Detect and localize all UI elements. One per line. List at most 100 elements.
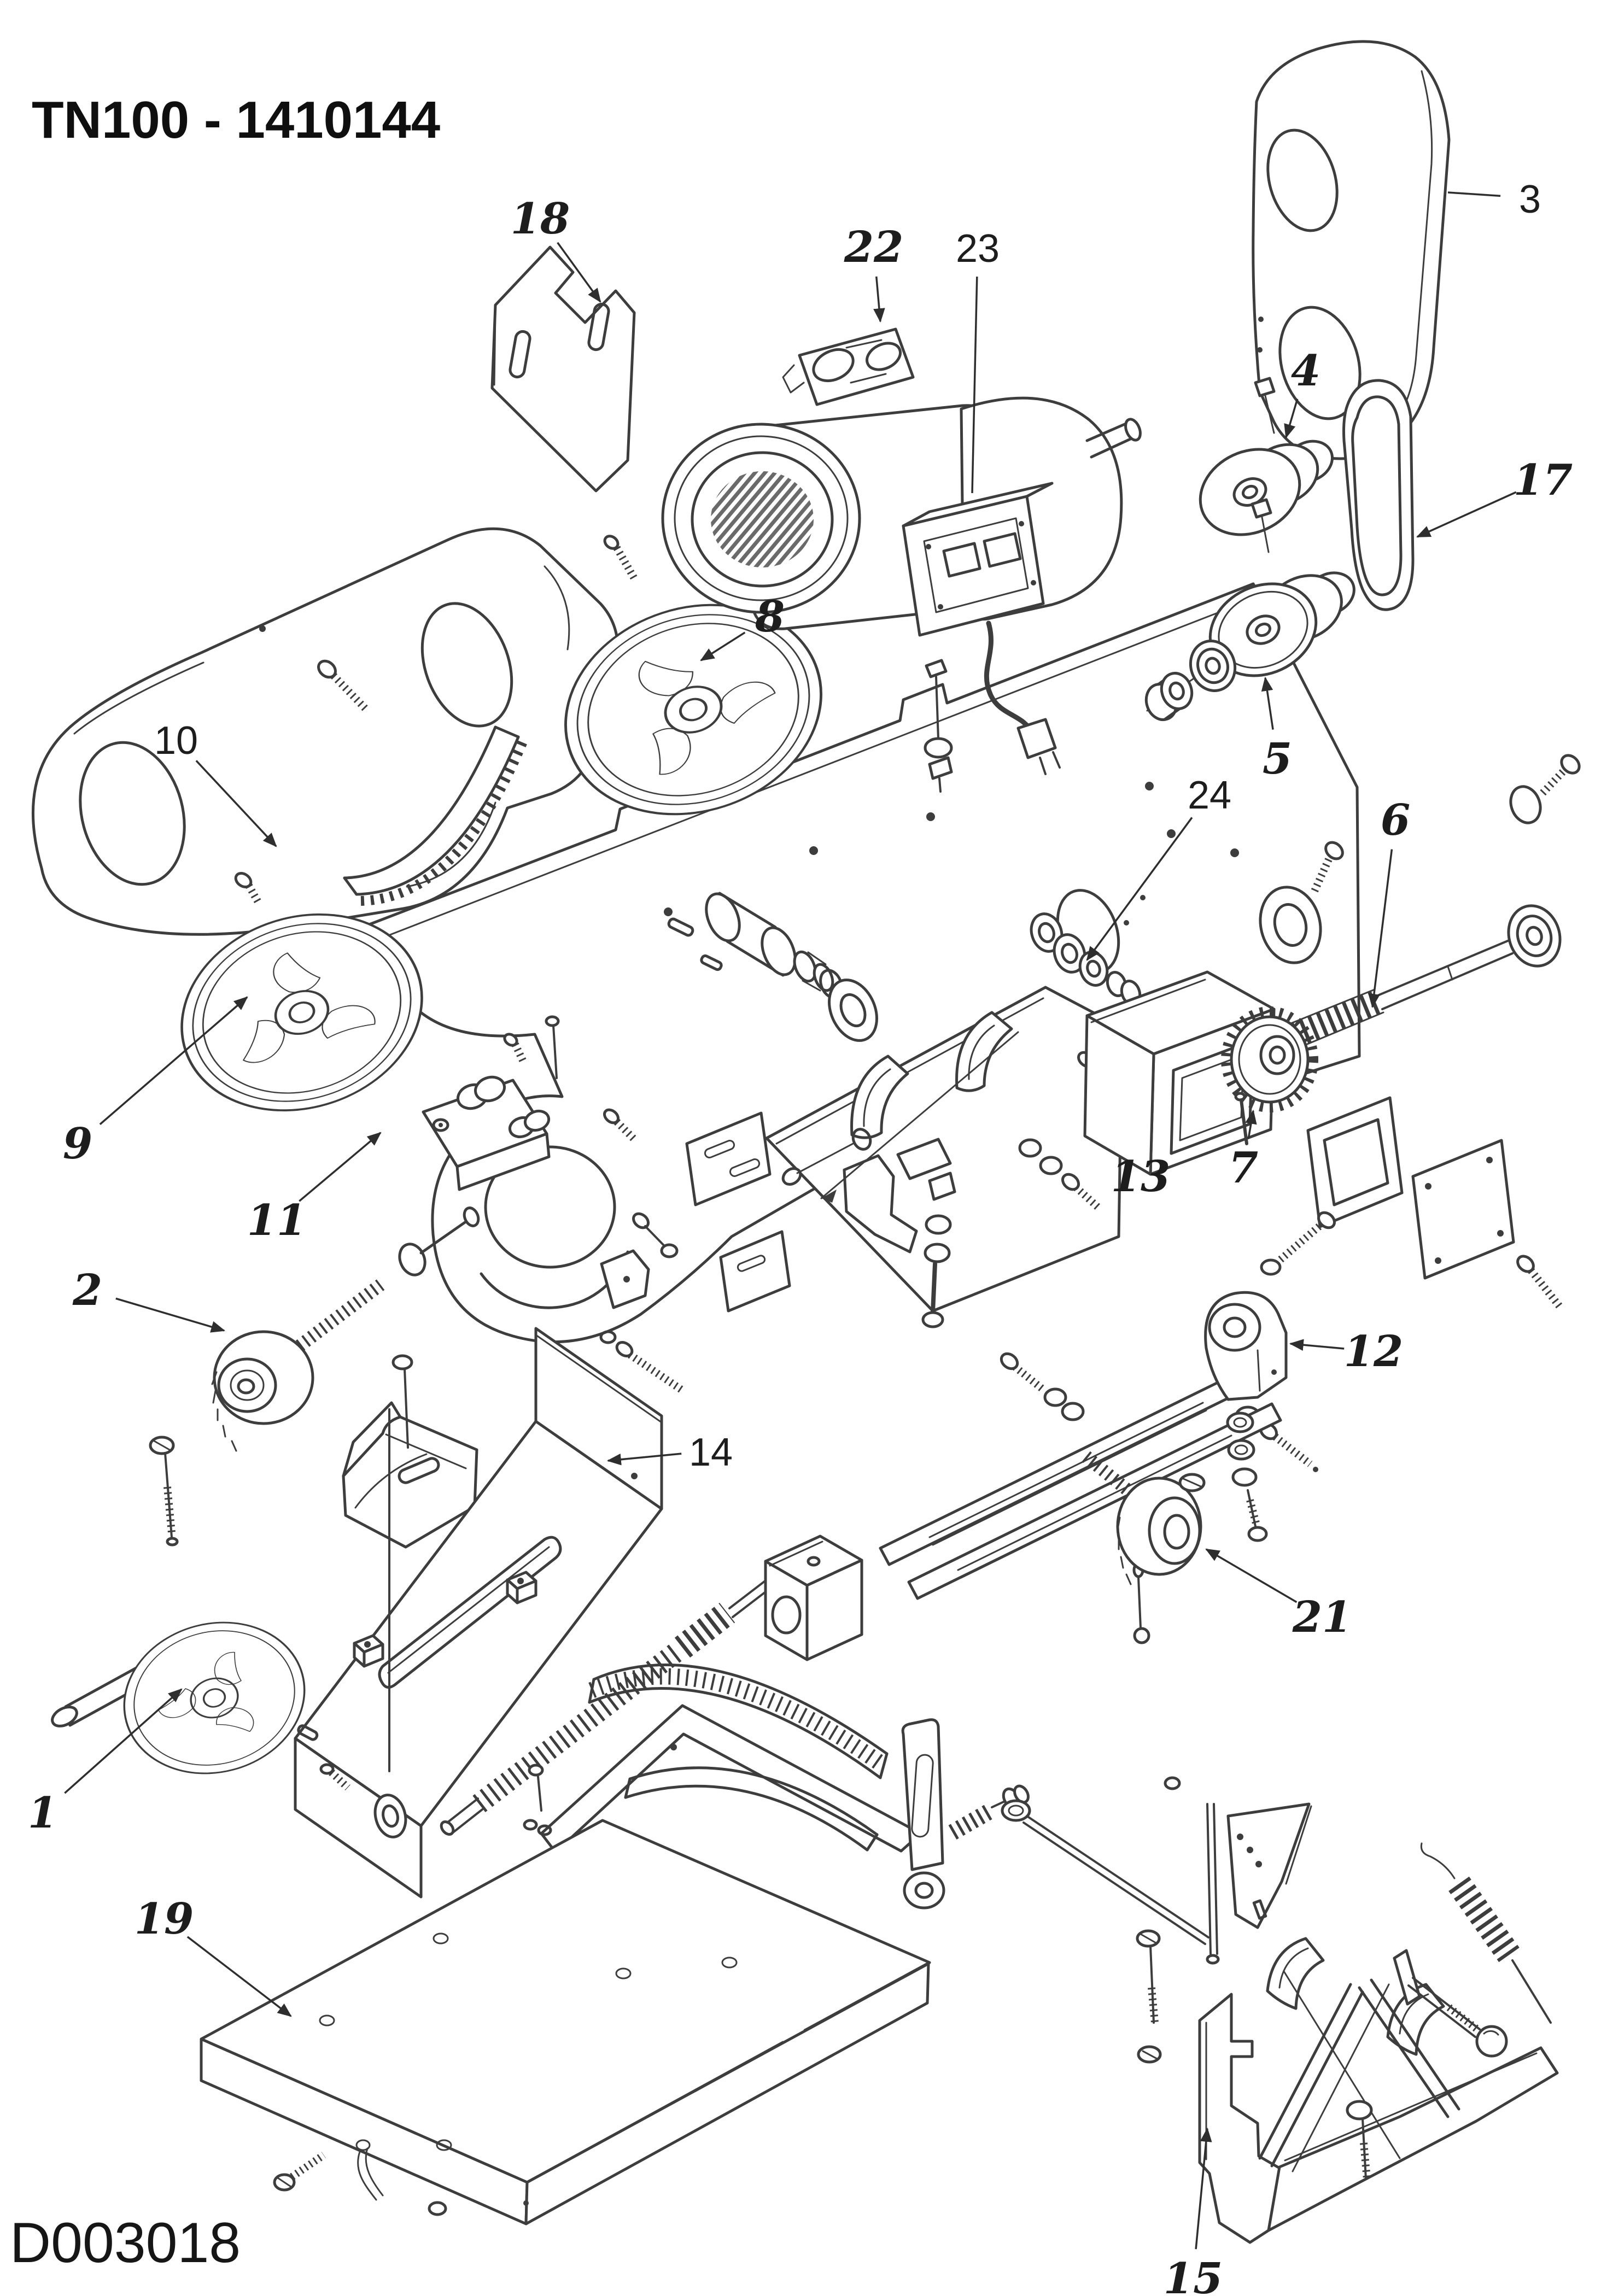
frame-guide-plate-upper xyxy=(685,1111,772,1206)
callout-leader-18 xyxy=(557,242,601,303)
callout-2: 2 xyxy=(72,1266,102,1315)
arm-links xyxy=(879,1368,1282,1945)
stand-tri-plate xyxy=(1226,1802,1312,1929)
base-screw xyxy=(273,2152,326,2192)
stop-rod xyxy=(1001,1799,1209,1945)
clamp-knob xyxy=(1082,1451,1206,1585)
pulley-bearing xyxy=(1189,640,1237,692)
callout-leader-8 xyxy=(700,631,746,661)
leadscrew-bearing-block xyxy=(764,1534,863,1661)
vise-bed xyxy=(294,1327,663,1899)
callout-leader-12 xyxy=(1289,1339,1345,1351)
callout-leader-22 xyxy=(873,276,885,323)
vise-tnut-2 xyxy=(506,1571,537,1604)
callout-leader-19 xyxy=(186,1936,292,2017)
callout-7: 7 xyxy=(1229,1143,1258,1193)
callout-17: 17 xyxy=(1514,455,1573,505)
pivot-bracket xyxy=(1204,1211,1336,1542)
band-wheel-lower xyxy=(180,872,423,1111)
stand-carriage-bolt xyxy=(1346,2100,1373,2180)
callout-leader-10 xyxy=(195,760,277,847)
vise-assembly xyxy=(294,1327,863,1899)
callout-leader-5 xyxy=(1261,676,1274,730)
tension-knob-bolt xyxy=(149,1436,179,1547)
callout-3: 3 xyxy=(1519,178,1541,221)
callout-leader-1 xyxy=(64,1688,183,1794)
callout-18: 18 xyxy=(511,194,570,244)
callout-22: 22 xyxy=(844,222,904,272)
stand-spring xyxy=(1420,1842,1552,2024)
callout-9: 9 xyxy=(63,1119,92,1169)
pulley-spacer xyxy=(1144,672,1194,721)
callout-leader-4 xyxy=(1284,399,1299,439)
gearbox-gasket xyxy=(1306,1096,1404,1228)
tension-knob xyxy=(149,1206,480,1547)
motor-pulley xyxy=(1199,377,1334,536)
doc-number: D003018 xyxy=(10,2211,241,2275)
callout-leader-24 xyxy=(1086,817,1193,961)
callout-leader-11 xyxy=(299,1132,382,1202)
scale-bolt xyxy=(523,1764,552,1836)
callout-1: 1 xyxy=(28,1788,57,1838)
lock-lever xyxy=(901,1718,945,1910)
callout-8: 8 xyxy=(755,592,785,642)
gearbox-screw-washer xyxy=(1259,841,1344,964)
vise-jaw xyxy=(342,1354,478,1549)
motor-capacitor xyxy=(782,327,915,406)
callout-leader-9 xyxy=(99,996,248,1126)
stand-assembly xyxy=(1136,1802,1559,2244)
callout-23: 23 xyxy=(956,227,1000,271)
callout-19: 19 xyxy=(135,1894,194,1944)
callout-leader-3 xyxy=(1447,191,1501,197)
callout-leader-7 xyxy=(1245,1109,1257,1139)
saw-blade-segment xyxy=(343,725,529,906)
callout-leader-23 xyxy=(971,276,978,494)
callout-15: 15 xyxy=(1164,2254,1223,2296)
stand-tbolt xyxy=(1393,1949,1508,2058)
motor-assembly xyxy=(661,327,1142,775)
band-wheel-upper xyxy=(564,604,878,1042)
motor-fan-cover xyxy=(661,423,861,614)
callout-leader-14 xyxy=(606,1452,682,1466)
callout-6: 6 xyxy=(1381,795,1410,845)
bearing-retainer-screw xyxy=(1509,754,1581,824)
v-belt xyxy=(1342,379,1415,611)
callout-leader-21 xyxy=(1205,1548,1298,1603)
motor-terminal-box xyxy=(902,482,1054,637)
callout-5: 5 xyxy=(1263,734,1292,784)
callout-leader-15 xyxy=(1195,2127,1212,2250)
saw-frame xyxy=(355,535,1361,1393)
hinge-pin xyxy=(1130,1546,1150,1644)
blade-guard-cover xyxy=(31,527,620,936)
belt-cover xyxy=(1252,40,1451,460)
vise-tnut-1 xyxy=(353,1634,384,1668)
page-title: TN100 - 1410144 xyxy=(32,91,440,149)
callout-13: 13 xyxy=(1111,1152,1171,1202)
wheel8-slider-parts xyxy=(667,892,878,1042)
frame-top-screw xyxy=(603,535,638,581)
drive-pulley xyxy=(1144,498,1355,721)
callout-24: 24 xyxy=(1188,774,1231,817)
worm-gear-sprocket xyxy=(1221,1006,1318,1145)
base-plate xyxy=(200,1819,931,2225)
callout-10: 10 xyxy=(154,719,198,763)
gearbox-assembly xyxy=(1030,754,1581,1310)
callout-21: 21 xyxy=(1292,1592,1352,1642)
callout-leader-6 xyxy=(1368,849,1393,1009)
angle-scale xyxy=(523,1664,922,1854)
blade-guide-block xyxy=(422,1015,560,1191)
callout-leader-2 xyxy=(115,1297,226,1333)
feed-handwheel xyxy=(51,1621,350,1791)
frame-screws xyxy=(599,1108,683,1393)
gearbox-cover-plate xyxy=(1411,1139,1564,1310)
callout-leader-17 xyxy=(1416,491,1517,538)
motor-bracket xyxy=(490,245,636,493)
callout-12: 12 xyxy=(1344,1327,1404,1377)
motor-power-cord xyxy=(984,620,1061,775)
tension-bolt xyxy=(924,659,953,793)
frame-guide-plate-lower xyxy=(719,1230,791,1313)
stand-bolt-left xyxy=(1136,1929,1162,2064)
